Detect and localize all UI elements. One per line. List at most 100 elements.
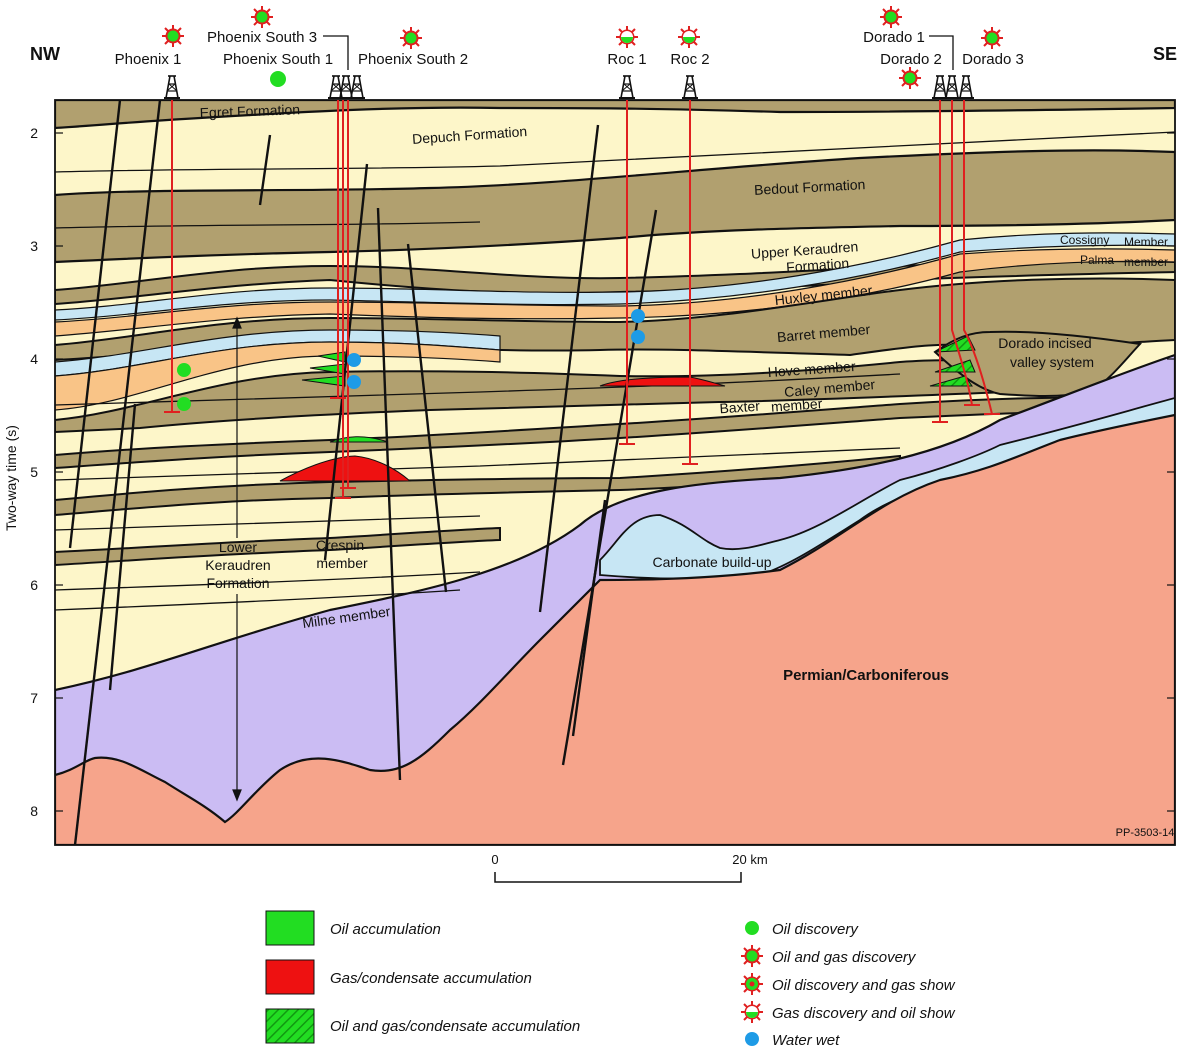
well-label-roc-1: Roc 1	[607, 51, 646, 68]
oil-accumulation-swatch	[265, 910, 315, 946]
legend-oil-discovery-gas-show: Oil discovery and gas show	[772, 977, 956, 994]
y-tick-label: 4	[30, 351, 38, 367]
label-upper-keraudren-2: Formation	[786, 255, 850, 275]
label-carbonate: Carbonate build-up	[652, 554, 771, 570]
water-wet-icon	[745, 1032, 759, 1046]
derrick-icon	[348, 75, 366, 99]
legend-oil-accumulation: Oil accumulation	[330, 921, 441, 938]
label-cossigny-member: Member	[1124, 235, 1168, 249]
scale-bar: 0 20 km	[491, 852, 768, 883]
label-lower-keraudren-1: Lower	[219, 539, 257, 555]
well-bore-roc-2	[682, 100, 698, 465]
label-palma-member: member	[1124, 255, 1168, 269]
derrick-icon	[931, 75, 949, 99]
faults	[68, 100, 658, 845]
oil-discovery-icon	[270, 71, 286, 87]
crespin-brown-band	[55, 526, 501, 567]
cross-section	[55, 100, 1175, 845]
dorado-incised-valley	[933, 330, 1143, 397]
well-bore-dorado-1	[932, 100, 948, 423]
legend-accumulations: Oil accumulation Gas/condensate accumula…	[265, 910, 580, 1044]
label-baxter: Baxter	[719, 398, 761, 417]
well-label-dorado-2: Dorado 2	[880, 51, 942, 68]
well-label-dorado-1: Dorado 1	[863, 29, 925, 46]
y-tick-label: 8	[30, 803, 38, 819]
well-label-roc-2: Roc 2	[670, 51, 709, 68]
label-crespin-2: member	[316, 555, 368, 571]
label-bedout: Bedout Formation	[754, 176, 866, 198]
well-bore-phoenix-1	[164, 100, 180, 413]
label-caley: Caley member	[784, 376, 876, 400]
well-bore-phoenix-south-2	[340, 100, 356, 489]
label-palma: Palma	[1080, 253, 1114, 267]
y-axis-label: Two-way time (s)	[3, 425, 19, 531]
direction-nw: NW	[30, 44, 60, 64]
label-cossigny: Cossigny	[1060, 233, 1109, 247]
y-tick-label: 7	[30, 690, 38, 706]
label-baxter-member: member	[770, 395, 823, 415]
label-dorado-valley-2: valley system	[1010, 354, 1094, 370]
oil-discovery-gas-show-icon	[898, 66, 922, 90]
discovery-markers	[177, 309, 645, 411]
gas-discovery-oil-show-icon	[740, 1000, 764, 1024]
permian-carboniferous	[55, 413, 1175, 845]
oil-discovery-gas-show-icon	[879, 5, 903, 29]
label-upper-keraudren-1: Upper Keraudren	[751, 238, 859, 261]
leader-lines	[323, 35, 954, 70]
y-tick-label: 3	[30, 238, 38, 254]
label-egret: Egret Formation	[199, 101, 300, 120]
label-dorado-valley-1: Dorado incised	[998, 335, 1091, 351]
oil-discovery-gas-show-icon	[740, 972, 764, 996]
gas-discovery-oil-show-icon	[677, 25, 701, 49]
well-label-dorado-3: Dorado 3	[962, 51, 1024, 68]
accumulation-dorado	[929, 335, 976, 387]
accumulation-phoenix-south-gas	[279, 455, 412, 482]
well-bore-dorado-2	[951, 100, 980, 406]
well-label-phoenix-south-2: Phoenix South 2	[358, 51, 468, 68]
legend-water-wet: Water wet	[772, 1032, 840, 1049]
scale-start: 0	[491, 852, 498, 867]
well-bore-roc-1	[619, 100, 635, 445]
bedout-formation	[55, 149, 1175, 264]
well-status-symbols	[161, 5, 1004, 90]
well-bores	[164, 100, 1000, 499]
oil-discovery-icon	[745, 921, 759, 935]
legend-oil-gas-discovery: Oil and gas discovery	[772, 949, 917, 966]
legend-oil-gas-accumulation: Oil and gas/condensate accumulation	[330, 1018, 580, 1035]
legend-gas-accumulation: Gas/condensate accumulation	[330, 970, 532, 987]
label-hove: Hove member	[767, 358, 856, 380]
water-wet-marker	[347, 375, 361, 389]
label-permian: Permian/Carboniferous	[783, 667, 949, 684]
oil-discovery-marker	[177, 363, 191, 377]
well-label-phoenix-1: Phoenix 1	[115, 51, 182, 68]
oil-discovery-marker	[177, 397, 191, 411]
legend-gas-discovery-oil-show: Gas discovery and oil show	[772, 1005, 956, 1022]
gas-accumulation-swatch	[265, 959, 315, 995]
derrick-icon	[618, 75, 636, 99]
huxley-member	[55, 248, 1175, 337]
water-wet-marker	[347, 353, 361, 367]
derrick-icon	[681, 75, 699, 99]
y-tick-label: 2	[30, 125, 38, 141]
gas-discovery-oil-show-icon	[615, 25, 639, 49]
label-crespin-1: Crespin	[316, 537, 364, 553]
oil-discovery-gas-show-icon	[250, 5, 274, 29]
well-bore-phoenix-south-3	[335, 100, 351, 499]
oil-discovery-gas-show-icon	[399, 26, 423, 50]
well-label-phoenix-south-1: Phoenix South 1	[223, 51, 333, 68]
legend-oil-discovery: Oil discovery	[772, 921, 859, 938]
scale-end: 20 km	[732, 852, 767, 867]
oil-gas-accumulation-swatch	[265, 1008, 315, 1044]
oil-discovery-gas-show-icon	[980, 26, 1004, 50]
derrick-icon	[163, 75, 181, 99]
figure-id: PP-3503-14	[1116, 827, 1175, 839]
oil-gas-discovery-icon	[740, 944, 764, 968]
carbonate-build-up	[599, 397, 1175, 580]
y-tick-label: 5	[30, 464, 38, 480]
y-tick-label: 6	[30, 577, 38, 593]
water-wet-marker	[631, 309, 645, 323]
well-bore-dorado-3	[963, 100, 1000, 415]
direction-se: SE	[1153, 44, 1177, 64]
cossigny-member	[55, 232, 1175, 321]
